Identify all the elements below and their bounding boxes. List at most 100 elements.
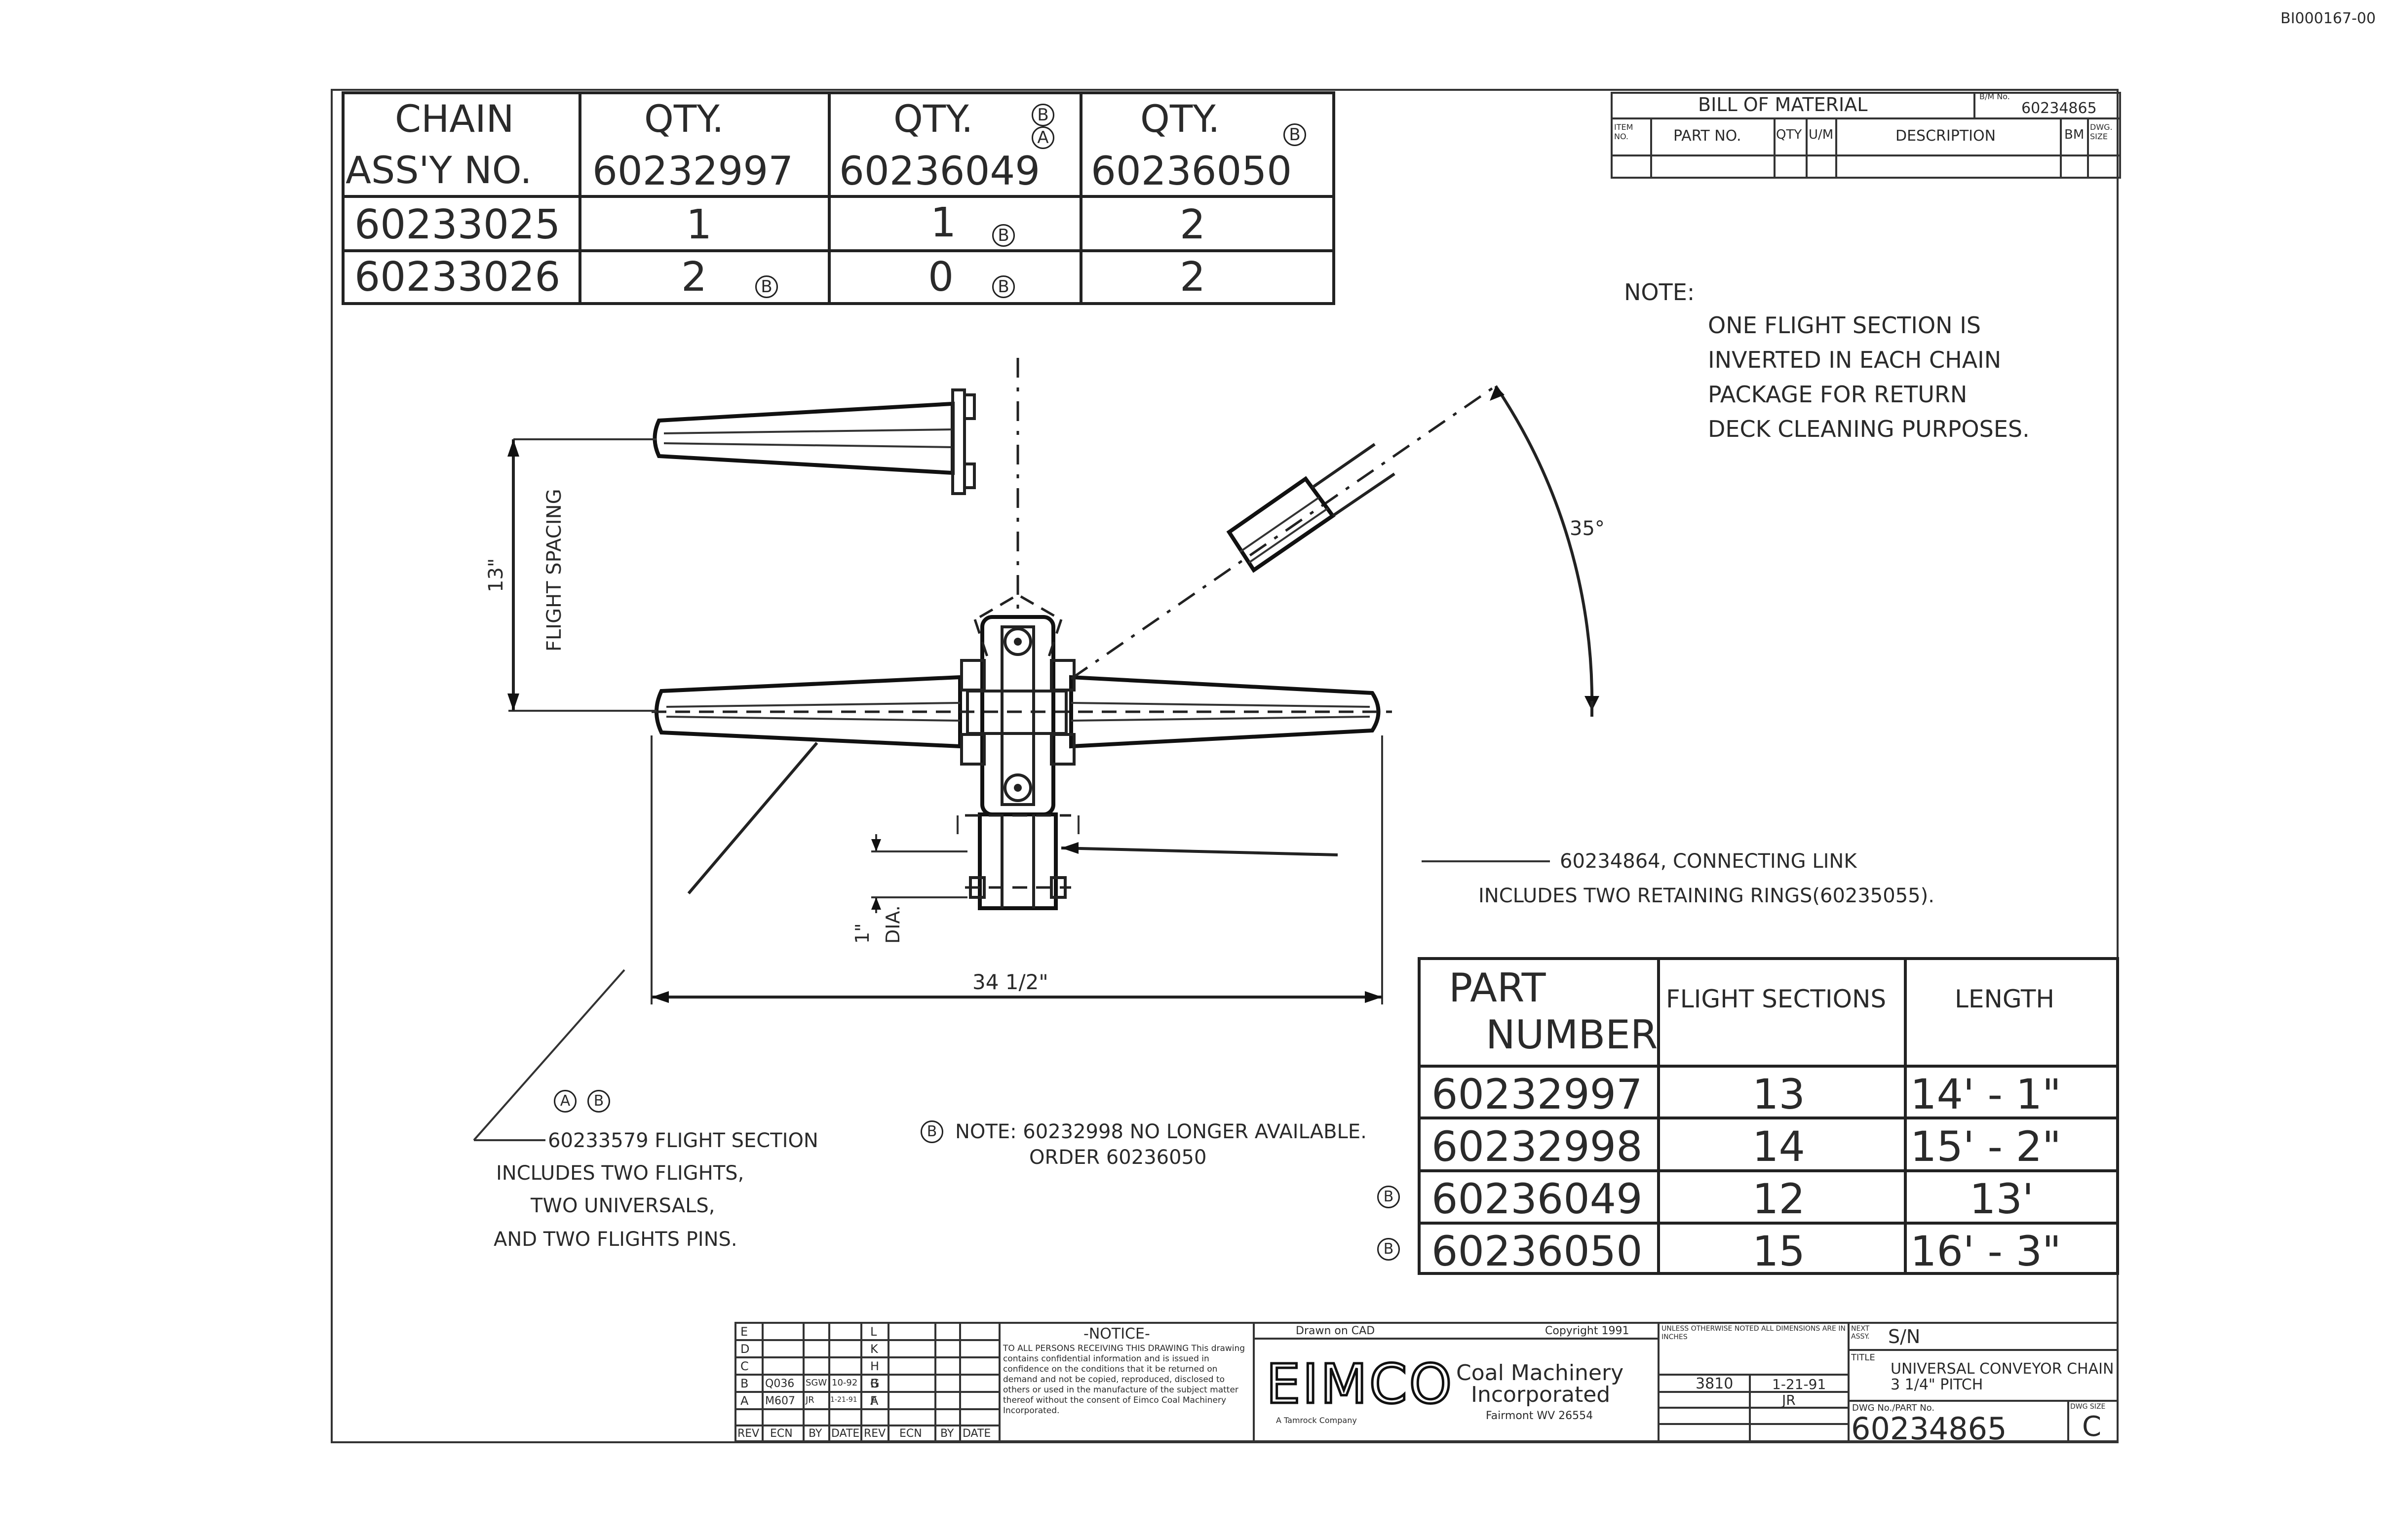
flight-spacing-value: 13"	[485, 558, 507, 592]
part-row4-number: 60236050	[1431, 1227, 1643, 1275]
chain-header-qty2-line2: 60236049	[839, 148, 1041, 194]
width-label: 34 1/2"	[972, 970, 1048, 994]
flight-spacing-text: FLIGHT SPACING	[543, 489, 566, 652]
link-callout-line2: INCLUDES TWO RETAINING RINGS(60235055).	[1478, 885, 1934, 907]
chain-table-grid	[342, 91, 1335, 305]
rev-letter-right-k: K	[870, 1342, 878, 1356]
chain-row2-q3: 2	[1180, 254, 1206, 301]
rev-b-date: 10-92	[832, 1378, 858, 1388]
chain-header-qty3-rev-b: B	[1283, 123, 1306, 146]
link-callout-line1: 60234864, CONNECTING LINK	[1560, 850, 1857, 873]
chain-header-qty1-line2: 60232997	[592, 148, 794, 194]
chain-row1-q1: 1	[686, 201, 712, 248]
next-assy-label: NEXT ASSY.	[1851, 1325, 1870, 1341]
drawn-on-cad: Drawn on CAD	[1296, 1325, 1375, 1337]
chain-header-assy-line2: ASS'Y NO.	[346, 148, 532, 192]
bom-col-bm: BM	[2064, 127, 2085, 142]
rev-b-ecn: Q036	[765, 1378, 795, 1390]
rev-header-date2: DATE	[963, 1427, 991, 1440]
chain-header-assy-line1: CHAIN	[395, 97, 514, 141]
tolerance-note: UNLESS OTHERWISE NOTED ALL DIMENSIONS AR…	[1661, 1325, 1846, 1341]
rev-a-by: JR	[806, 1395, 814, 1405]
bom-title: BILL OF MATERIAL	[1698, 94, 1868, 116]
note-line-2: INVERTED IN EACH CHAIN	[1708, 346, 2002, 373]
drawing-date: 1-21-91	[1772, 1376, 1826, 1392]
bom-col-part: PART NO.	[1673, 127, 1741, 145]
part-table-grid	[1418, 957, 2119, 1275]
part-row1-number: 60232997	[1431, 1070, 1643, 1118]
rev-letter-right-g: G	[870, 1377, 880, 1390]
rev-header-ecn2: ECN	[899, 1427, 922, 1440]
rev-header-rev1: REV	[737, 1427, 760, 1440]
dwg-number: 60234865	[1851, 1411, 2007, 1447]
angled-flight	[1070, 385, 1497, 680]
part-header-number-line2: NUMBER	[1486, 1012, 1658, 1058]
flight-rev-b: B	[587, 1090, 610, 1113]
dwg-number-label: DWG No./PART No.	[1852, 1403, 1935, 1413]
chain-row2-q1-rev: B	[755, 275, 778, 298]
part-row4-length: 16' - 3"	[1910, 1227, 2061, 1275]
part-row1-length: 14' - 1"	[1910, 1070, 2061, 1118]
angle-arc	[1494, 385, 1594, 711]
chain-header-qty2-line1: QTY.	[893, 97, 973, 141]
part-row4-rev: B	[1377, 1238, 1400, 1261]
angle-label: 35°	[1570, 517, 1605, 540]
flight-callout-line4: AND TWO FLIGHTS PINS.	[494, 1228, 737, 1251]
notice-title: -NOTICE-	[1083, 1325, 1150, 1343]
drawn-by: JR	[1782, 1392, 1796, 1408]
bom-number-label: B/M No.	[1979, 92, 2010, 101]
chain-row2-assy: 60233026	[354, 254, 561, 301]
document-id: BI000167-00	[2280, 10, 2376, 27]
note-line-3: PACKAGE FOR RETURN	[1708, 381, 1968, 408]
dwg-size-label: DWG SIZE	[2070, 1403, 2106, 1411]
rev-letter-left-b: B	[740, 1377, 749, 1390]
bom-col-description: DESCRIPTION	[1895, 127, 1996, 145]
rev-letter-left-d: D	[740, 1342, 750, 1356]
rev-a-date: 1-21-91	[830, 1396, 857, 1404]
flight-callout-line3: TWO UNIVERSALS,	[531, 1194, 715, 1217]
rev-a-ecn: M607	[765, 1395, 795, 1407]
part-row2-number: 60232998	[1431, 1122, 1643, 1171]
rev-header-rev2: REV	[864, 1427, 886, 1440]
chain-header-qty1-line1: QTY.	[644, 97, 724, 141]
next-assy-value: S/N	[1888, 1326, 1921, 1348]
part-row3-number: 60236049	[1431, 1175, 1643, 1223]
part-header-length: LENGTH	[1955, 985, 2054, 1013]
link-leader	[1061, 847, 1338, 856]
part-header-sections: FLIGHT SECTIONS	[1666, 985, 1887, 1013]
dia-dim	[871, 834, 967, 913]
chain-row1-q2-rev: B	[992, 224, 1015, 247]
rev-b-by: SGW	[806, 1378, 827, 1388]
flight-spacing-dim	[507, 438, 657, 712]
bom-number: 60234865	[2021, 100, 2097, 117]
note-b-line1: NOTE: 60232998 NO LONGER AVAILABLE.	[955, 1120, 1367, 1143]
rev-letter-left-a: A	[740, 1394, 749, 1408]
part-row2-sections: 14	[1752, 1122, 1805, 1171]
flight-callout-line1: 60233579 FLIGHT SECTION	[548, 1129, 818, 1152]
company-sub: A Tamrock Company	[1276, 1416, 1357, 1425]
title-block-grid	[734, 1322, 2119, 1442]
chain-row1-q3: 2	[1180, 201, 1206, 248]
note-line-1: ONE FLIGHT SECTION IS	[1708, 312, 1981, 339]
rev-header-date1: DATE	[831, 1427, 860, 1440]
part-row1-sections: 13	[1752, 1070, 1805, 1118]
rev-a-right: A	[870, 1394, 879, 1408]
bom-col-dwg-size: DWG. SIZE	[2090, 122, 2113, 141]
copyright: Copyright 1991	[1545, 1325, 1629, 1337]
title-line-1: UNIVERSAL CONVEYOR CHAIN	[1891, 1360, 2114, 1378]
rev-letter-left-e: E	[740, 1325, 748, 1339]
notice-text: TO ALL PERSONS RECEIVING THIS DRAWING Th…	[1003, 1344, 1245, 1416]
dwg-size: C	[2082, 1411, 2102, 1443]
dia-label: DIA.	[882, 905, 904, 944]
rev-b-right: B	[870, 1377, 879, 1390]
note-label: NOTE:	[1624, 279, 1695, 306]
flight-callout-line2: INCLUDES TWO FLIGHTS,	[496, 1162, 744, 1185]
chain-row2-q2: 0	[928, 254, 954, 301]
dia-value: 1"	[851, 923, 873, 944]
upper-flight	[653, 388, 976, 495]
note-b-rev: B	[921, 1120, 943, 1143]
part-row4-sections: 15	[1752, 1227, 1805, 1275]
part-row3-length: 13'	[1970, 1175, 2034, 1223]
